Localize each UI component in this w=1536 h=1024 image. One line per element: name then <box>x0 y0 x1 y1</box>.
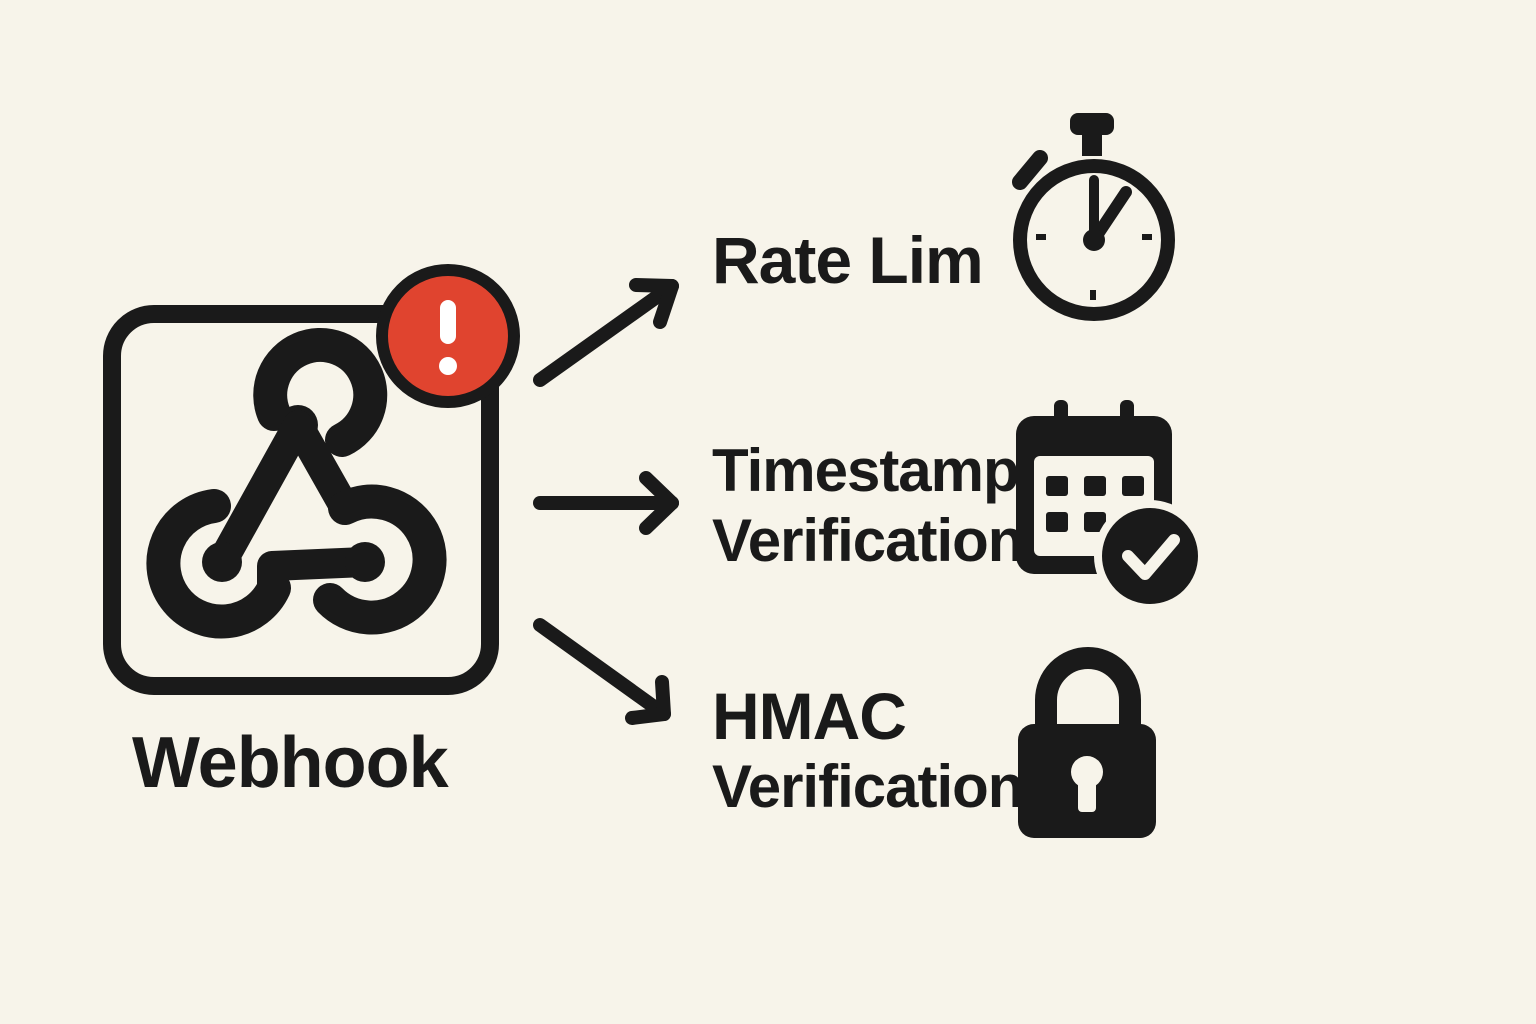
arrow-to-timestamp <box>533 471 679 535</box>
padlock-icon <box>1018 647 1156 838</box>
arrow-to-hmac <box>533 618 671 725</box>
webhook-icon <box>146 328 447 639</box>
stopwatch-icon <box>1012 113 1175 321</box>
rate-limit-label: Rate Lim <box>712 223 984 297</box>
webhook-box <box>103 305 499 695</box>
hmac-label-line-1: HMAC <box>712 679 907 753</box>
timestamp-label-line-2: Verification <box>712 507 1024 574</box>
timestamp-label-line-1: Timestamp <box>712 437 1020 504</box>
hmac-label-line-2: Verification <box>712 753 1024 820</box>
arrow-to-rate-limit <box>533 278 679 387</box>
calendar-check-icon <box>1016 400 1206 612</box>
webhook-label: Webhook <box>132 723 449 803</box>
alert-icon <box>376 264 520 408</box>
